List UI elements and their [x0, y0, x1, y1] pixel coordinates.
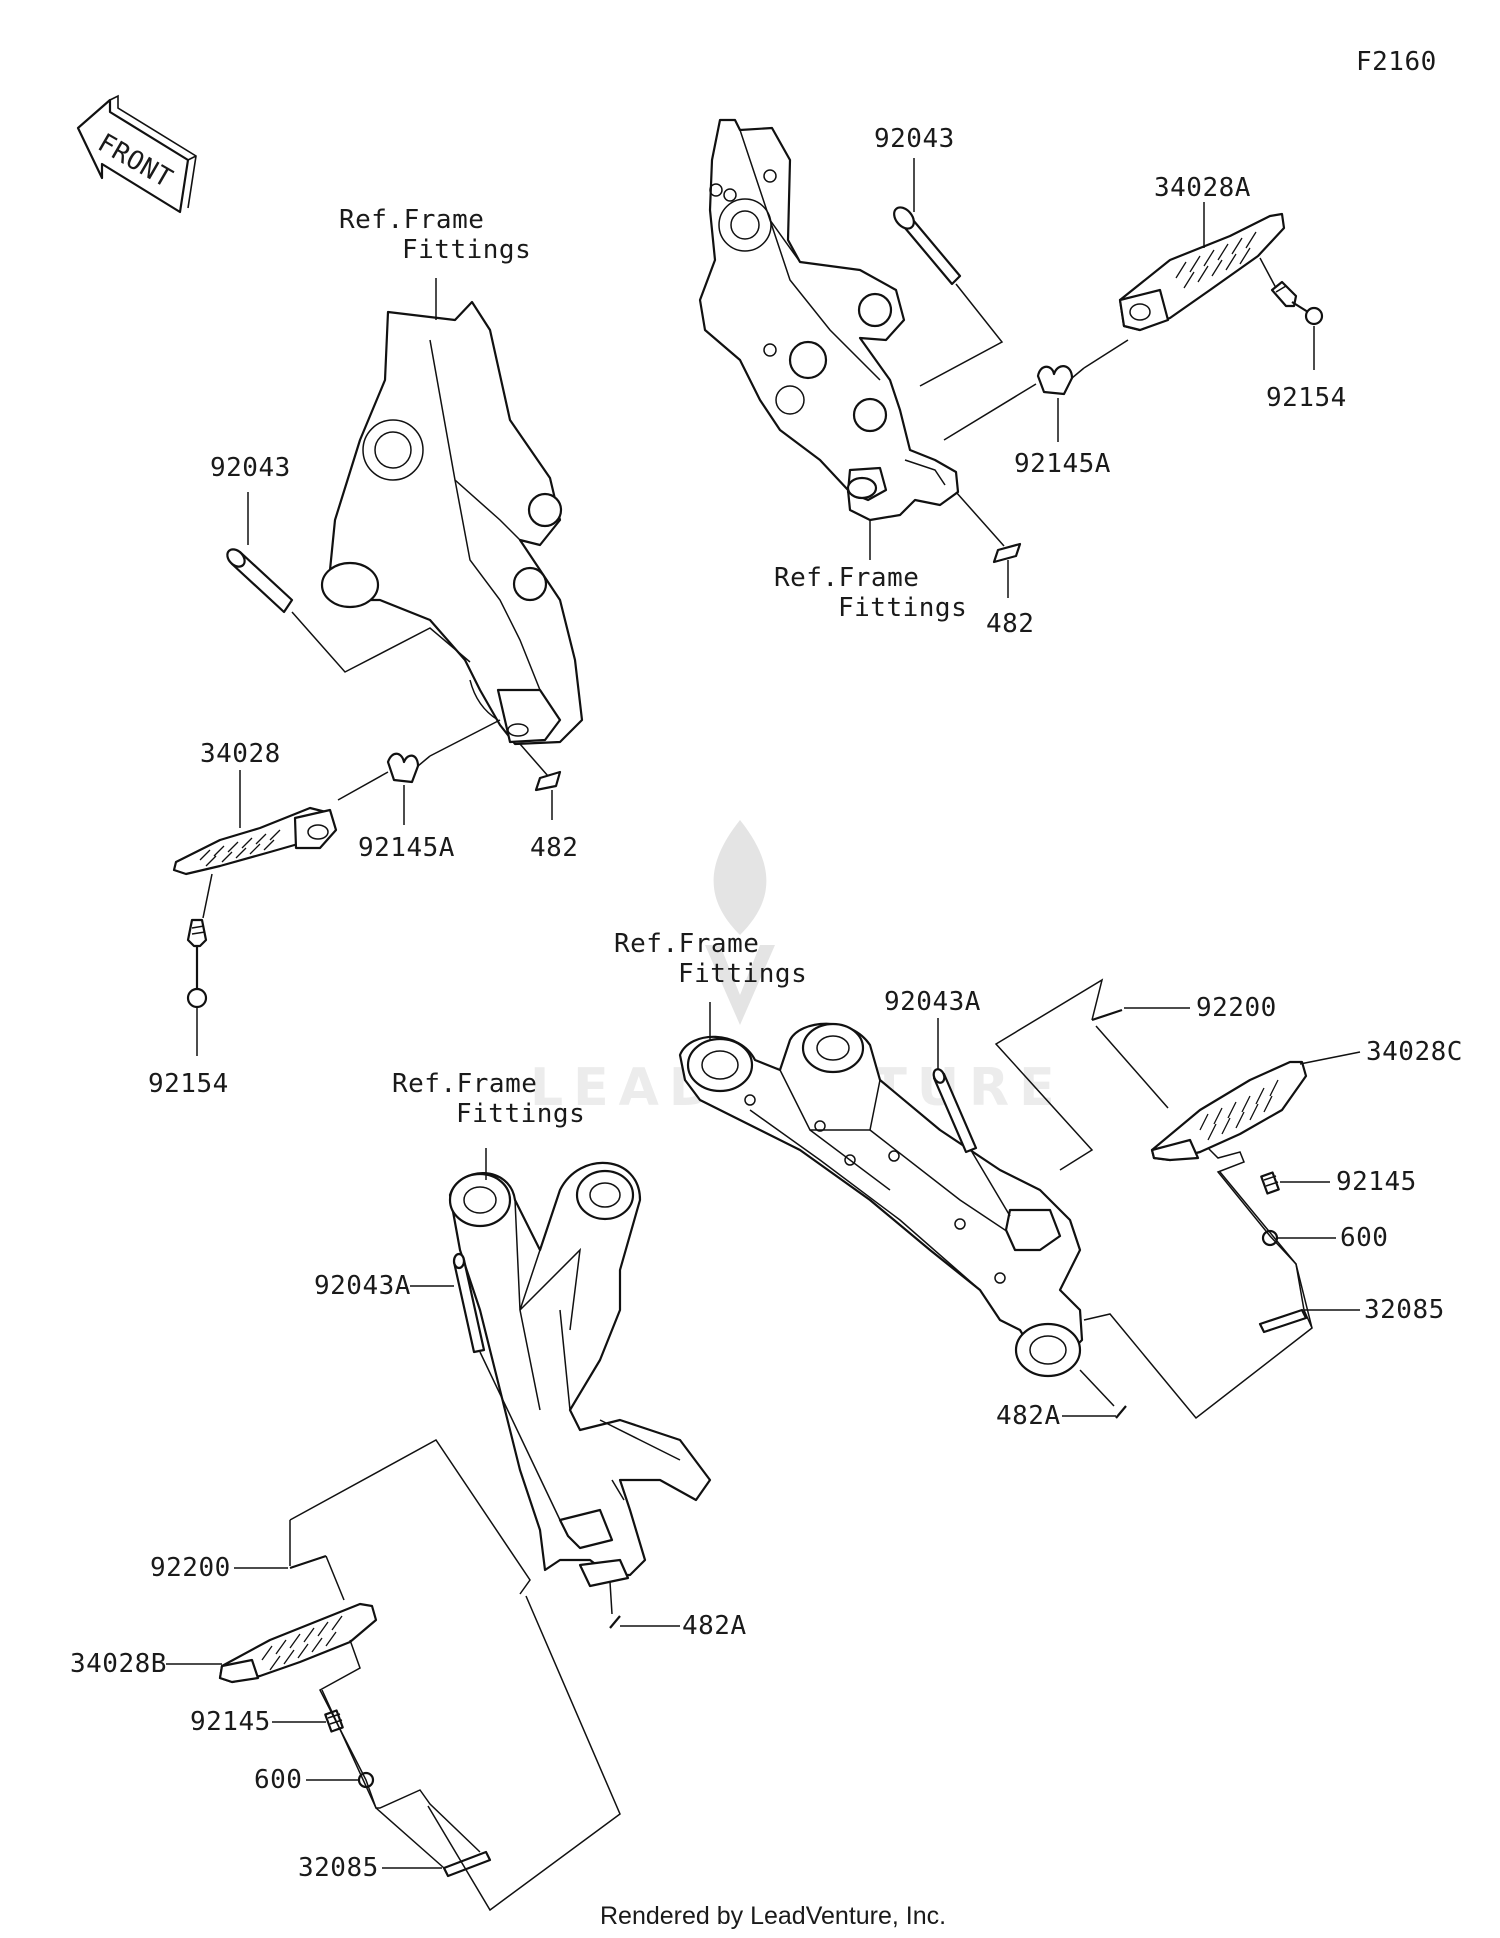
- callout-ul-fittings: Fittings: [402, 235, 531, 265]
- callout-ul-92043: 92043: [210, 453, 291, 483]
- middle-right-assembly: Ref.Frame Fittings 92043A 92200 34028C: [614, 929, 1463, 1431]
- figure-code: F2160: [1356, 47, 1437, 77]
- callout-ll-92043A: 92043A: [314, 1271, 411, 1301]
- callout-mr-32085: 32085: [1364, 1295, 1445, 1325]
- lower-left-assembly: Ref.Frame Fittings 92043A 92200 482A 340…: [70, 1069, 747, 1912]
- lower-left-footpeg-34028B: [218, 1602, 378, 1684]
- upper-left-spring-92145A: [386, 752, 431, 784]
- lower-left-pin-92200: [289, 1554, 327, 1570]
- middle-right-pin-92043A: [932, 1068, 978, 1154]
- upper-right-pin-92043: [893, 206, 962, 286]
- callout-ul-92154: 92154: [148, 1069, 229, 1099]
- callout-ul-482: 482: [530, 833, 578, 863]
- callout-ul-ref-frame: Ref.Frame: [339, 205, 484, 235]
- callout-ll-92145: 92145: [190, 1707, 271, 1737]
- callout-ll-600: 600: [254, 1765, 302, 1795]
- callout-ur-ref-frame: Ref.Frame: [774, 563, 919, 593]
- upper-left-footpeg-34028: [172, 806, 338, 876]
- lower-left-clip-482A: [609, 1615, 621, 1629]
- callout-mr-482A: 482A: [996, 1401, 1061, 1431]
- middle-right-bracket: [678, 1022, 1084, 1378]
- callout-ur-482: 482: [986, 609, 1034, 639]
- callout-ll-482A: 482A: [682, 1611, 747, 1641]
- callout-ur-92145A: 92145A: [1014, 449, 1111, 479]
- callout-ul-34028: 34028: [200, 739, 281, 769]
- upper-right-bolt-92154: [1270, 280, 1324, 326]
- callout-mr-92145: 92145: [1336, 1167, 1417, 1197]
- upper-right-footpeg-34028A: [1118, 212, 1286, 332]
- callout-ll-ref-frame: Ref.Frame: [392, 1069, 537, 1099]
- footer-credit: Rendered by LeadVenture, Inc.: [600, 1902, 946, 1930]
- callout-mr-34028C: 34028C: [1366, 1037, 1463, 1067]
- callout-ul-92145A: 92145A: [358, 833, 455, 863]
- watermark-flame-icon: [713, 820, 767, 935]
- upper-right-spring-92145A: [1036, 365, 1085, 396]
- callout-ll-fittings: Fittings: [456, 1099, 585, 1129]
- callout-mr-600: 600: [1340, 1223, 1388, 1253]
- callout-ur-34028A: 34028A: [1154, 173, 1251, 203]
- lower-left-bracket: [448, 1161, 712, 1588]
- upper-left-assembly: Ref.Frame Fittings 92043 92145A 482: [148, 205, 584, 1099]
- upper-left-pin-92043: [226, 548, 294, 614]
- callout-mr-92200: 92200: [1196, 993, 1277, 1023]
- callout-mr-92043A: 92043A: [884, 987, 981, 1017]
- lower-left-pin-92043A: [452, 1252, 486, 1354]
- upper-right-bracket: [698, 118, 960, 522]
- watermark-v-icon: [705, 945, 775, 1025]
- lower-left-plate-32085: [442, 1850, 492, 1878]
- middle-right-ball-600: [1261, 1229, 1279, 1247]
- callout-mr-fittings: Fittings: [678, 959, 807, 989]
- callout-ur-fittings: Fittings: [838, 593, 967, 623]
- upper-left-bracket: [320, 300, 584, 746]
- middle-right-plate-32085: [1258, 1308, 1308, 1334]
- callout-ll-92200: 92200: [150, 1553, 231, 1583]
- upper-left-clip-482: [534, 770, 562, 792]
- callout-ll-34028B: 34028B: [70, 1649, 167, 1679]
- front-arrow-icon: FRONT: [76, 94, 197, 214]
- middle-right-spring-92145: [1260, 1171, 1280, 1195]
- middle-right-pin-92200: [1091, 1008, 1123, 1022]
- callout-ur-92154: 92154: [1266, 383, 1347, 413]
- callout-ll-32085: 32085: [298, 1853, 379, 1883]
- upper-right-clip-482: [992, 542, 1022, 564]
- callout-ur-92043: 92043: [874, 124, 955, 154]
- upper-right-assembly: 92043 92145A 482 Ref.Frame Fittings 3402…: [698, 118, 1347, 639]
- middle-right-clip-482A: [1115, 1405, 1127, 1419]
- callout-mr-ref-frame: Ref.Frame: [614, 929, 759, 959]
- middle-right-footpeg-34028C: [1150, 1060, 1308, 1162]
- upper-left-bolt-92154: [186, 918, 208, 1009]
